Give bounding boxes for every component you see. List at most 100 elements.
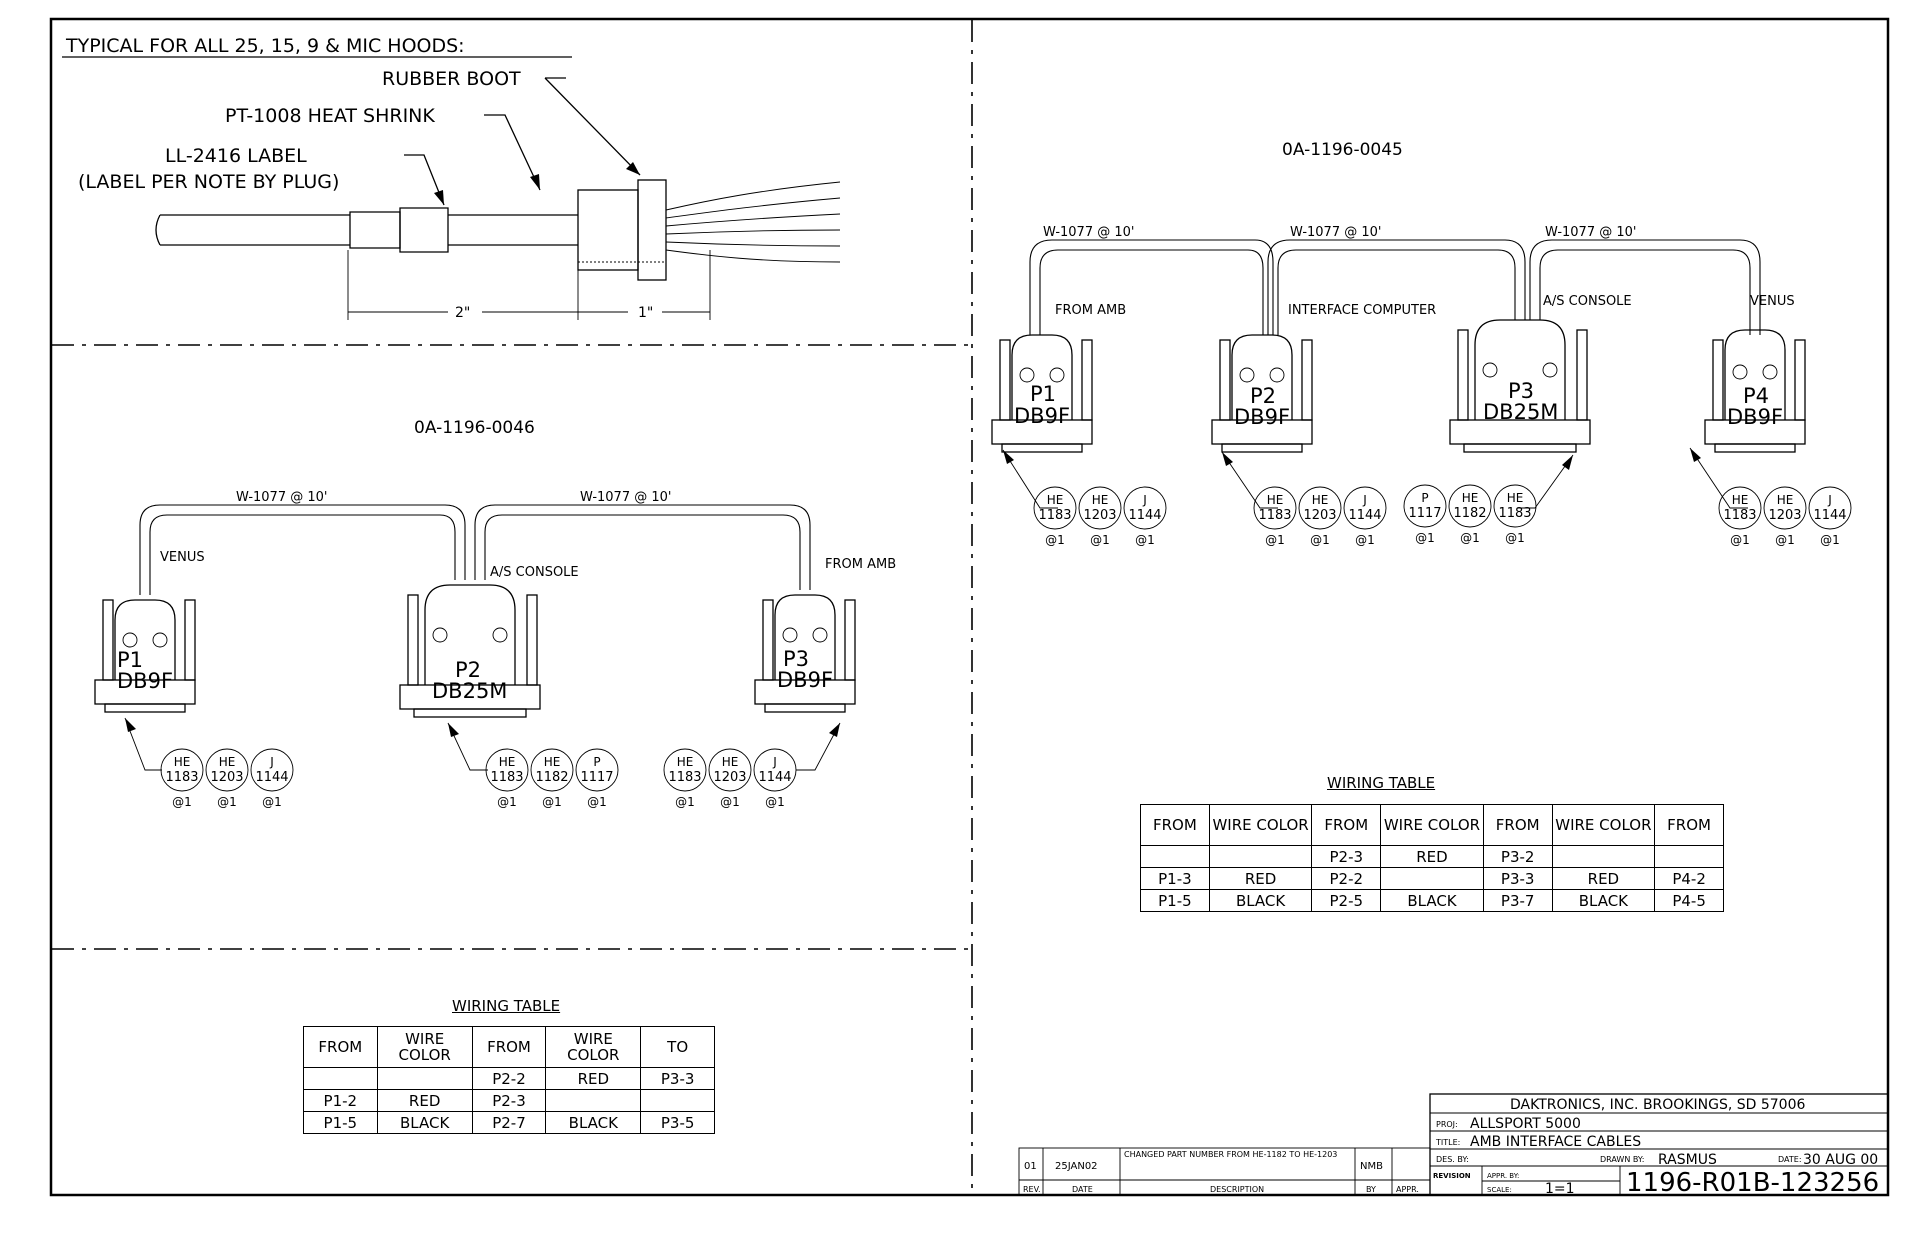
right-p2-label: INTERFACE COMPUTER bbox=[1288, 303, 1436, 318]
table-cell: BLACK bbox=[545, 1111, 642, 1134]
part-number: 1117 bbox=[1408, 506, 1441, 521]
part-quantity: @1 bbox=[172, 795, 192, 809]
right-part-bubbles: HE1183@1HE1203@1J1144@1HE1183@1HE1203@1J… bbox=[1033, 484, 1852, 547]
table-cell: BLACK bbox=[1208, 889, 1313, 912]
right-p1-type: DB9F bbox=[1014, 404, 1070, 428]
part-number: 1182 bbox=[1453, 506, 1486, 521]
table-header-row: FROM WIRE COLOR FROM WIRE COLOR TO bbox=[303, 1026, 715, 1068]
des-by-label: DES. BY: bbox=[1436, 1155, 1469, 1164]
table-cell bbox=[1140, 845, 1210, 868]
right-connector-p4: P4 DB9F bbox=[1704, 329, 1806, 453]
title-label: TITLE: bbox=[1435, 1138, 1460, 1147]
hood-title: TYPICAL FOR ALL 25, 15, 9 & MIC HOODS: bbox=[65, 35, 465, 57]
table-cell bbox=[376, 1067, 473, 1090]
drawn-by: RASMUS bbox=[1658, 1152, 1717, 1168]
table-cell: RED bbox=[545, 1067, 642, 1090]
table-cell: P1-3 bbox=[1140, 867, 1210, 890]
left-part-bubbles: HE1183@1HE1203@1J1144@1HE1183@1HE1182@1P… bbox=[160, 748, 797, 809]
table-cell: P4-2 bbox=[1654, 867, 1724, 890]
table-cell: P2-7 bbox=[471, 1111, 547, 1134]
part-quantity: @1 bbox=[765, 795, 785, 809]
drawing-border bbox=[49, 17, 1890, 1197]
part-prefix: HE bbox=[1267, 493, 1284, 507]
part-quantity: @1 bbox=[1505, 531, 1525, 545]
part-number: 1183 bbox=[165, 770, 198, 785]
table-header-cell: TO bbox=[640, 1026, 715, 1068]
part-number: 1182 bbox=[535, 770, 568, 785]
right-connector-p2: P2 DB9F bbox=[1211, 334, 1313, 453]
drawn-by-label: DRAWN BY: bbox=[1600, 1155, 1644, 1164]
table-header-cell: FROM bbox=[1654, 804, 1724, 846]
left-p3-label: FROM AMB bbox=[825, 557, 896, 572]
table-header-cell: WIRE COLOR bbox=[1208, 804, 1313, 846]
assembly-0046: 0A-1196-0046 W-1077 @ 10' W-1077 @ 10' V… bbox=[94, 418, 896, 809]
part-quantity: @1 bbox=[1355, 533, 1375, 547]
table-header-cell: WIRE COLOR bbox=[1551, 804, 1656, 846]
part-quantity: @1 bbox=[1820, 533, 1840, 547]
table-cell: P2-3 bbox=[1311, 845, 1382, 868]
rubber-boot bbox=[577, 189, 639, 271]
drawing-number: 1196-R01B-123256 bbox=[1626, 1168, 1879, 1198]
table-header-cell: FROM bbox=[303, 1026, 378, 1068]
proj-label: PROJ: bbox=[1436, 1120, 1458, 1129]
rev-header-appr: APPR. bbox=[1396, 1185, 1419, 1194]
ll2416-label: LL-2416 LABEL bbox=[165, 145, 307, 167]
part-number: 1183 bbox=[490, 770, 523, 785]
heat-shrink-label: PT-1008 HEAT SHRINK bbox=[225, 105, 435, 127]
hood-collar bbox=[637, 179, 667, 281]
part-prefix: HE bbox=[722, 755, 739, 769]
part-quantity: @1 bbox=[1265, 533, 1285, 547]
date-label: DATE: bbox=[1778, 1155, 1802, 1164]
table-cell: RED bbox=[376, 1089, 473, 1112]
drawing-title: AMB INTERFACE CABLES bbox=[1470, 1134, 1641, 1150]
right-p4-type: DB9F bbox=[1727, 405, 1783, 429]
table-cell: P3-3 bbox=[1482, 867, 1553, 890]
part-number: 1144 bbox=[255, 770, 288, 785]
left-p2-type: DB25M bbox=[432, 679, 507, 703]
part-prefix: HE bbox=[1047, 493, 1064, 507]
part-prefix: HE bbox=[174, 755, 191, 769]
wire-fan bbox=[665, 181, 841, 263]
part-quantity: @1 bbox=[1730, 533, 1750, 547]
table-cell bbox=[1380, 867, 1484, 890]
part-number: 1183 bbox=[668, 770, 701, 785]
appr-by-label: APPR. BY: bbox=[1487, 1172, 1519, 1180]
rev-number: 01 bbox=[1024, 1161, 1037, 1172]
table-cell: BLACK bbox=[1380, 889, 1484, 912]
left-p3-name: P3 bbox=[783, 647, 809, 671]
rubber-boot-label: RUBBER BOOT bbox=[382, 68, 521, 90]
part-quantity: @1 bbox=[720, 795, 740, 809]
table-cell: P2-5 bbox=[1311, 889, 1382, 912]
part-number: 1117 bbox=[580, 770, 613, 785]
hood-detail: TYPICAL FOR ALL 25, 15, 9 & MIC HOODS: R… bbox=[62, 35, 841, 321]
table-header-cell: FROM bbox=[471, 1026, 547, 1068]
table-row: P1-3 RED P2-2 P3-3 RED P4-2 bbox=[1140, 867, 1724, 890]
table-header-cell: FROM bbox=[1482, 804, 1553, 846]
part-number: 1183 bbox=[1258, 508, 1291, 523]
right-wiring-table-title: WIRING TABLE bbox=[1327, 774, 1436, 792]
part-quantity: @1 bbox=[1310, 533, 1330, 547]
table-cell: P1-5 bbox=[1140, 889, 1210, 912]
revision-label: REVISION bbox=[1433, 1172, 1471, 1180]
part-number: 1144 bbox=[1813, 508, 1846, 523]
assembly-0045-part-number: 0A-1196-0045 bbox=[1282, 140, 1403, 160]
label-note: (LABEL PER NOTE BY PLUG) bbox=[78, 171, 339, 193]
revision-block: 01 25JAN02 CHANGED PART NUMBER FROM HE-1… bbox=[1018, 1147, 1431, 1196]
table-cell: P2-3 bbox=[471, 1089, 547, 1112]
table-cell bbox=[1654, 845, 1724, 868]
table-cell: P1-2 bbox=[303, 1089, 378, 1112]
part-prefix: J bbox=[269, 755, 274, 769]
right-wire-b: W-1077 @ 10' bbox=[1290, 225, 1381, 240]
part-number: 1203 bbox=[1768, 508, 1801, 523]
table-row: P1-5 BLACK P2-5 BLACK P3-7 BLACK P4-5 bbox=[1140, 889, 1724, 912]
